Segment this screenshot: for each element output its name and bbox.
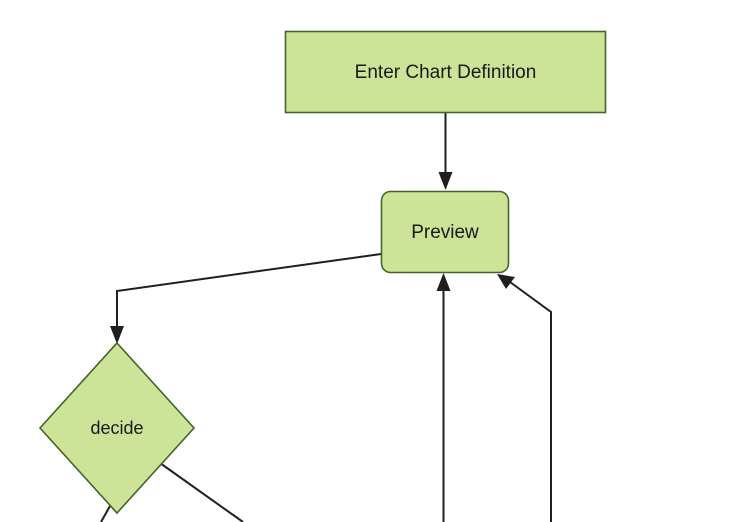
- node-rectangle[interactable]: [284, 30, 607, 114]
- node-preview[interactable]: Preview: [380, 190, 510, 274]
- node-rounded-rectangle[interactable]: [380, 190, 510, 274]
- edge-line: [116, 253, 382, 336]
- edge-line: [509, 281, 552, 522]
- node-enter-chart-definition[interactable]: Enter Chart Definition: [284, 30, 607, 114]
- node-decide[interactable]: decide: [38, 341, 196, 515]
- edge-enter-to-preview: [438, 113, 453, 190]
- node-label-decide: decide: [90, 418, 143, 438]
- arrow-head-icon: [436, 273, 451, 291]
- edge-preview-to-decide: [110, 253, 382, 344]
- edge-line: [159, 462, 244, 522]
- arrow-head-icon: [438, 172, 453, 190]
- arrow-head-icon: [110, 326, 124, 344]
- arrow-head-icon: [497, 274, 515, 289]
- node-diamond[interactable]: [38, 341, 196, 515]
- edge-line: [100, 505, 111, 522]
- edge-return-right-to-preview: [497, 274, 552, 522]
- edge-decide-branch-right: [159, 462, 244, 522]
- node-label-enter-chart-definition: Enter Chart Definition: [355, 62, 537, 83]
- node-label-preview: Preview: [411, 222, 479, 243]
- edge-decide-branch-left: [100, 505, 111, 522]
- edge-return-center-to-preview: [436, 273, 451, 522]
